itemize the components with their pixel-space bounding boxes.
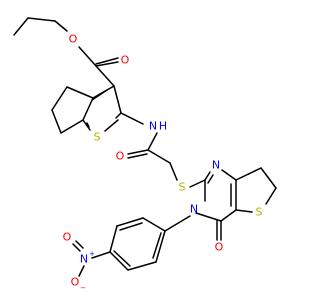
bond	[147, 149, 171, 164]
bond	[120, 112, 144, 125]
ester-oxygen-single: O	[69, 33, 78, 46]
bond	[260, 167, 277, 189]
bond	[27, 17, 56, 22]
bond	[116, 217, 144, 227]
pyrimidinone-oxygen: O	[215, 241, 224, 254]
bond	[195, 212, 222, 222]
bond	[60, 119, 84, 134]
bond	[115, 112, 122, 119]
nitro-oxygen-double: O	[63, 231, 72, 244]
nitro-oxygen-minus: O	[71, 276, 80, 289]
bond	[91, 251, 111, 259]
bond	[109, 251, 129, 271]
nitro-nitrogen-charge: +	[89, 250, 95, 258]
bond	[13, 17, 29, 36]
bonds	[13, 17, 277, 277]
bond	[78, 46, 97, 67]
bond	[75, 240, 84, 249]
thiophene-sulfur-1: S	[94, 131, 101, 144]
bond	[51, 86, 68, 111]
amide-hydrogen: H	[159, 120, 167, 133]
bond	[109, 225, 118, 253]
bond	[66, 86, 94, 99]
bond	[95, 57, 119, 65]
bond	[72, 243, 81, 252]
bond	[78, 265, 85, 277]
nitro-oxygen-charge: −	[80, 284, 86, 292]
bond	[147, 132, 158, 151]
ester-oxygen-double: O	[121, 54, 130, 67]
thioether-sulfur: S	[179, 181, 186, 194]
bond	[113, 250, 131, 267]
amide-oxygen: O	[116, 150, 125, 163]
bond	[95, 65, 115, 87]
pyrimidine-nitrogen-1: N	[212, 159, 220, 172]
bond	[207, 174, 214, 184]
bond	[104, 119, 119, 132]
bond	[127, 153, 148, 159]
bond	[95, 61, 119, 67]
bond	[189, 179, 206, 188]
bond	[91, 89, 108, 101]
amide-nitrogen: N	[149, 120, 157, 133]
pyrimidine-nitrogen-3: N	[190, 203, 198, 216]
bond	[82, 119, 91, 131]
bond	[54, 20, 68, 32]
bond	[265, 187, 277, 205]
bond	[164, 215, 191, 232]
bond	[82, 97, 94, 121]
bond	[155, 230, 166, 263]
bond	[127, 261, 157, 271]
molecule-structure: O O S N H O S N N S O N + O O −	[13, 17, 277, 293]
bond	[51, 109, 62, 134]
bond	[235, 209, 253, 213]
bond	[86, 122, 90, 128]
bond	[221, 169, 237, 181]
atom-labels: O O S N H O S N N S O N + O O −	[63, 33, 263, 293]
bond	[235, 167, 262, 181]
bond	[220, 209, 237, 222]
bond	[113, 85, 122, 114]
bond	[142, 217, 166, 232]
bond	[119, 222, 143, 231]
bond	[169, 162, 178, 181]
bond	[204, 171, 211, 181]
bond	[127, 149, 149, 155]
nitro-nitrogen: N	[80, 253, 88, 266]
bond	[152, 232, 162, 259]
thiophene-sulfur-2: S	[256, 206, 263, 219]
